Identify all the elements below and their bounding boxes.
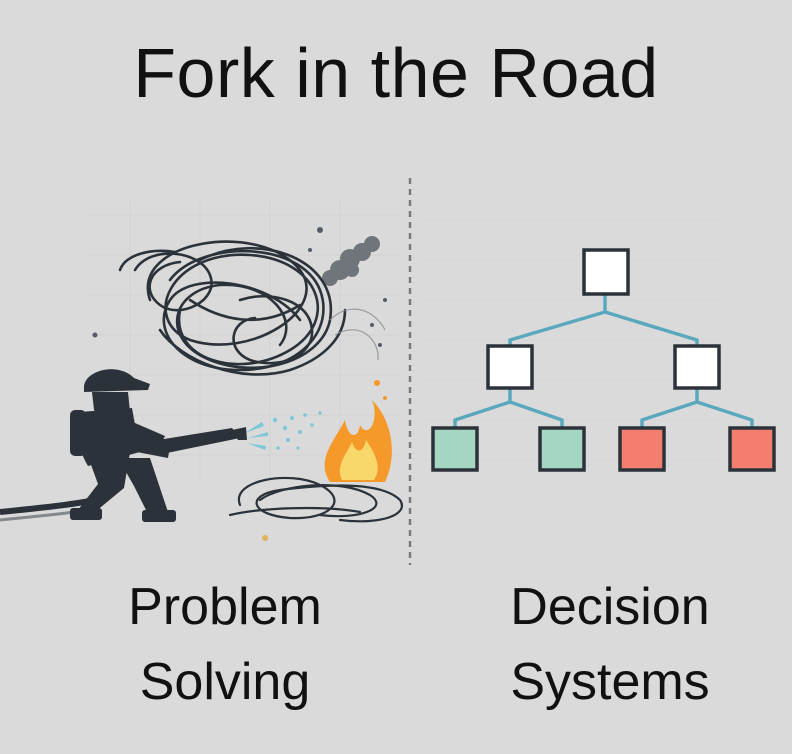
left-caption: Problem Solving bbox=[60, 570, 390, 721]
spark-dots bbox=[92, 227, 387, 347]
right-caption-line2: Systems bbox=[510, 653, 710, 712]
right-caption-line1: Decision bbox=[510, 578, 710, 636]
tangled-scribble-icon bbox=[118, 240, 347, 376]
tree-connectors bbox=[453, 294, 754, 428]
tree-leaf-green-2 bbox=[538, 426, 586, 472]
tree-branch-node-right bbox=[673, 344, 721, 390]
tree-leaf-red-2 bbox=[728, 426, 776, 472]
tree-leaf-red-1 bbox=[618, 426, 666, 472]
fire-icon bbox=[262, 380, 392, 541]
right-grid-background bbox=[420, 219, 720, 461]
page-title: Fork in the Road bbox=[133, 34, 659, 112]
ground-scribble bbox=[228, 476, 403, 523]
tree-branch-node-left bbox=[486, 344, 534, 390]
water-spray-icon bbox=[245, 411, 322, 450]
decision-tree-icon bbox=[431, 248, 776, 472]
smoke-icon bbox=[322, 236, 380, 286]
tree-leaf-green-1 bbox=[431, 426, 479, 472]
right-caption: Decision Systems bbox=[445, 570, 775, 721]
tree-root-node bbox=[582, 248, 630, 296]
left-caption-line1: Problem bbox=[128, 578, 322, 636]
left-caption-line2: Solving bbox=[139, 653, 311, 712]
firefighter-icon bbox=[0, 369, 247, 522]
